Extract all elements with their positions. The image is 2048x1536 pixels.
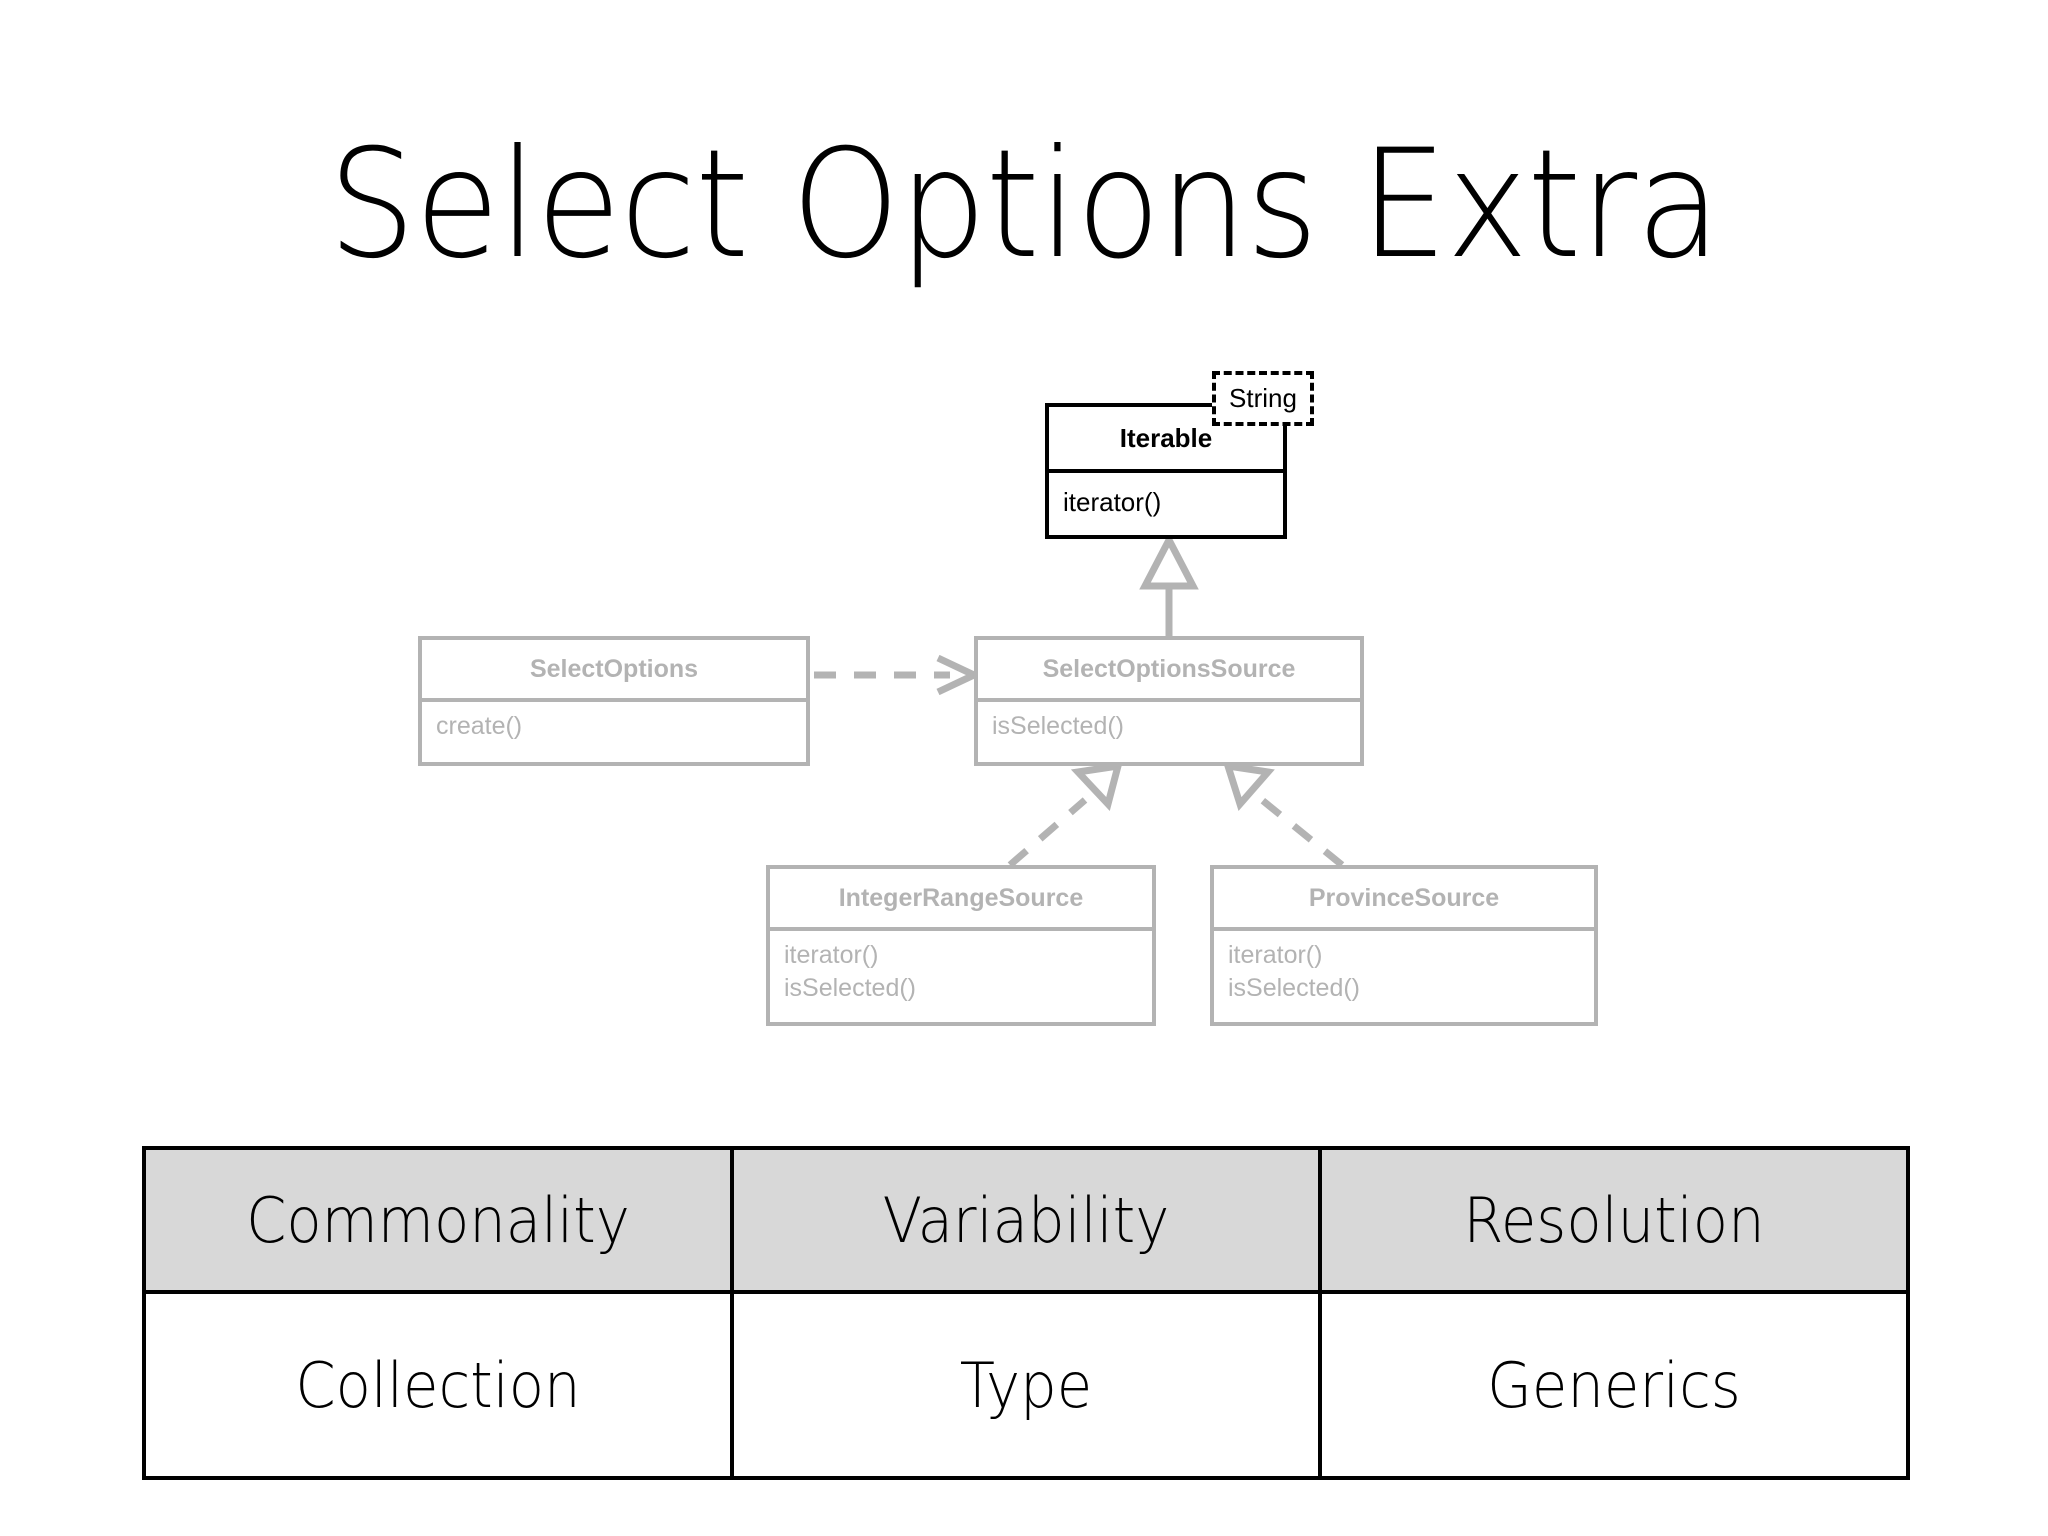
table-header-commonality-label: Commonality — [246, 1183, 630, 1257]
table-cell-resolution-value: Generics — [1487, 1348, 1741, 1422]
uml-template-parameter-string: String — [1212, 371, 1314, 426]
table-row: Collection Type Generics — [142, 1290, 1910, 1480]
uml-class-iterable[interactable]: Iterable iterator() — [1045, 403, 1287, 539]
uml-class-name-provincesource: ProvinceSource — [1214, 869, 1594, 931]
uml-class-name-selectoptionssource: SelectOptionsSource — [978, 640, 1360, 702]
realization-provincesource-to-selectoptionssource — [1222, 761, 1345, 868]
uml-class-integerrangesource[interactable]: IntegerRangeSource iterator() isSelected… — [766, 865, 1156, 1026]
table-cell-variability: Type — [730, 1290, 1322, 1480]
uml-class-selectoptionssource[interactable]: SelectOptionsSource isSelected() — [974, 636, 1364, 766]
uml-class-members-selectoptionssource: isSelected() — [992, 712, 1124, 740]
uml-class-name-selectoptions: SelectOptions — [422, 640, 806, 702]
commonality-variability-table: Commonality Variability Resolution Colle… — [142, 1146, 1910, 1480]
realization-integerrangesource-to-selectoptionssource — [1007, 761, 1123, 868]
page-title: Select Options Extra — [328, 118, 1721, 292]
generalization-selectoptionssource-to-iterable — [1139, 532, 1199, 636]
uml-class-name-iterable: Iterable — [1049, 407, 1283, 473]
dependency-selectoptions-to-selectoptionssource — [814, 654, 983, 696]
uml-class-members-integerrangesource: iterator() isSelected() — [784, 941, 916, 1003]
table-header-commonality: Commonality — [142, 1146, 734, 1294]
table-header-resolution: Resolution — [1318, 1146, 1910, 1294]
uml-class-name-integerrangesource: IntegerRangeSource — [770, 869, 1152, 931]
uml-class-diagram: Iterable iterator() String SelectOptions… — [418, 371, 1598, 1026]
table-header-resolution-label: Resolution — [1463, 1183, 1765, 1257]
table-header-row: Commonality Variability Resolution — [142, 1146, 1910, 1294]
uml-connectors — [814, 532, 1345, 868]
table-cell-resolution: Generics — [1318, 1290, 1910, 1480]
uml-class-members-selectoptions: create() — [436, 712, 523, 740]
uml-class-members-iterable: iterator() — [1063, 487, 1162, 517]
table-cell-commonality-value: Collection — [295, 1348, 581, 1422]
uml-class-selectoptions[interactable]: SelectOptions create() — [418, 636, 810, 766]
table-header-variability: Variability — [730, 1146, 1322, 1294]
uml-class-provincesource[interactable]: ProvinceSource iterator() isSelected() — [1210, 865, 1598, 1026]
uml-class-members-provincesource: iterator() isSelected() — [1228, 941, 1360, 1003]
table-cell-commonality: Collection — [142, 1290, 734, 1480]
table-header-variability-label: Variability — [882, 1183, 1170, 1257]
table-cell-variability-value: Type — [959, 1348, 1093, 1422]
